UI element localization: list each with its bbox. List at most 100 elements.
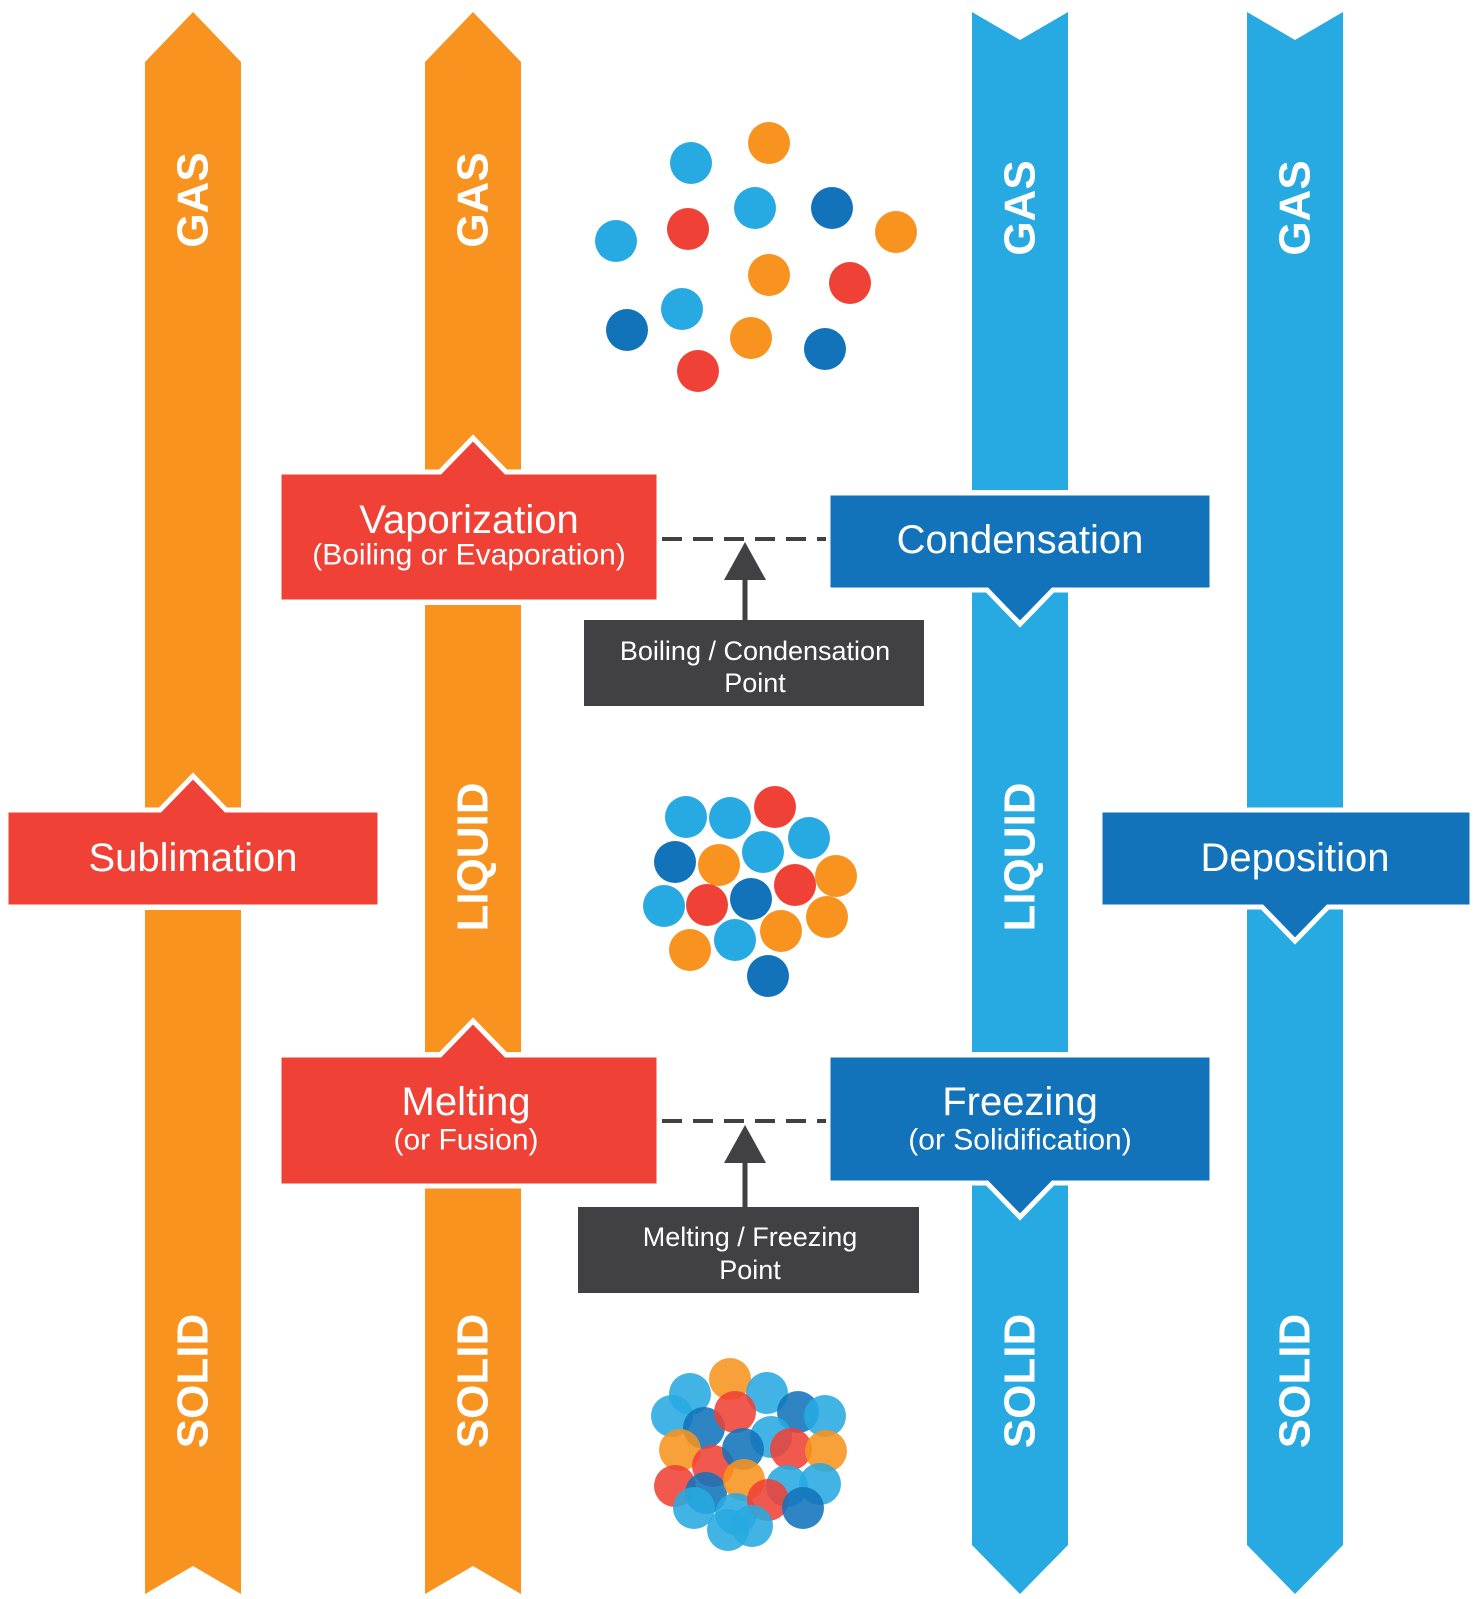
freezing-title: Freezing — [942, 1080, 1098, 1124]
solid-label: SOLID — [449, 1314, 498, 1448]
vaporization-melting-column: GAS LIQUID SOLID — [425, 12, 521, 1594]
particle — [709, 797, 751, 839]
particle — [730, 317, 772, 359]
gas-label: GAS — [449, 152, 498, 247]
freezing-box: Freezing (or Solidification) — [825, 1052, 1215, 1221]
boiling-point-line2: Point — [724, 668, 786, 698]
gas-label: GAS — [1271, 160, 1320, 255]
column-band-upper — [1247, 12, 1343, 808]
deposition-box: Deposition — [1097, 807, 1475, 945]
particle — [654, 841, 696, 883]
particle — [770, 1428, 812, 1470]
solid-label: SOLID — [1271, 1314, 1320, 1448]
particle — [804, 328, 846, 370]
vaporization-subtitle: (Boiling or Evaporation) — [312, 539, 626, 572]
vaporization-box-shape — [276, 434, 662, 605]
sublimation-title: Sublimation — [88, 836, 297, 880]
solid-particles — [651, 1358, 847, 1551]
particle — [722, 1428, 764, 1470]
liquid-label: LIQUID — [449, 782, 498, 931]
melting-connector: Melting / Freezing Point — [578, 1119, 919, 1293]
particle — [805, 1430, 847, 1472]
particle — [667, 208, 709, 250]
particle — [698, 844, 740, 886]
particle — [760, 910, 802, 952]
particle — [734, 187, 776, 229]
condensation-box-shape — [825, 490, 1215, 628]
melting-box: Melting (or Fusion) — [276, 1017, 662, 1189]
freezing-box-shape — [825, 1052, 1215, 1221]
boiling-point-line1: Boiling / Condensation — [620, 636, 890, 666]
particle — [707, 1509, 749, 1551]
particle — [774, 864, 816, 906]
vaporization-title: Vaporization — [359, 498, 578, 542]
particle — [669, 929, 711, 971]
melting-subtitle: (or Fusion) — [393, 1124, 538, 1157]
particle — [742, 831, 784, 873]
particle — [875, 211, 917, 253]
solid-label: SOLID — [169, 1314, 218, 1448]
melting-box-shape — [276, 1017, 662, 1189]
sublimation-box: Sublimation — [3, 772, 383, 910]
particle — [714, 919, 756, 961]
particle — [677, 350, 719, 392]
condensation-box: Condensation — [825, 490, 1215, 628]
particle — [670, 142, 712, 184]
melting-point-line2: Point — [719, 1255, 781, 1285]
column-band-bottom — [972, 1180, 1068, 1594]
particle — [788, 817, 830, 859]
column-band-lower — [1247, 905, 1343, 1594]
particle — [748, 122, 790, 164]
column-band-middle — [972, 590, 1068, 1052]
condensation-title: Condensation — [897, 518, 1144, 562]
liquid-label: LIQUID — [996, 782, 1045, 931]
boiling-point-box — [584, 620, 924, 706]
particle — [811, 187, 853, 229]
gas-label: GAS — [996, 160, 1045, 255]
boiling-connector: Boiling / Condensation Point — [584, 537, 924, 706]
column-band-upper — [145, 12, 241, 808]
deposition-column: GAS SOLID — [1247, 12, 1343, 1594]
particle — [815, 855, 857, 897]
particle — [804, 1395, 846, 1437]
column-band-lower — [145, 910, 241, 1594]
particle — [595, 220, 637, 262]
particle — [782, 1487, 824, 1529]
column-band-top — [425, 12, 521, 470]
particle — [747, 955, 789, 997]
condensation-freezing-column: GAS LIQUID SOLID — [972, 12, 1068, 1594]
particle — [714, 1391, 756, 1433]
freezing-subtitle: (or Solidification) — [908, 1124, 1131, 1157]
particle — [673, 1487, 715, 1529]
particle — [730, 878, 772, 920]
solid-label: SOLID — [996, 1314, 1045, 1448]
particle — [686, 884, 728, 926]
particle — [665, 796, 707, 838]
deposition-title: Deposition — [1200, 836, 1389, 880]
vaporization-box: Vaporization (Boiling or Evaporation) — [276, 434, 662, 605]
sublimation-column: GAS SOLID — [145, 12, 241, 1594]
gas-label: GAS — [169, 152, 218, 247]
particle — [643, 885, 685, 927]
particle — [754, 786, 796, 828]
arrow-up-icon — [724, 542, 766, 580]
arrow-up-icon — [724, 1125, 766, 1163]
melting-point-line1: Melting / Freezing — [643, 1222, 858, 1252]
particle — [748, 254, 790, 296]
particle — [661, 288, 703, 330]
particle — [606, 309, 648, 351]
particle — [806, 896, 848, 938]
liquid-particles — [643, 786, 857, 997]
column-band-top — [972, 12, 1068, 490]
melting-title: Melting — [402, 1080, 531, 1124]
particle — [829, 262, 871, 304]
deposition-box-shape — [1097, 807, 1475, 945]
column-band-bottom — [425, 1188, 521, 1594]
particle — [659, 1429, 701, 1471]
column-band-middle — [425, 605, 521, 1052]
gas-particles — [595, 122, 917, 392]
particle — [651, 1395, 693, 1437]
particle — [709, 1358, 751, 1400]
